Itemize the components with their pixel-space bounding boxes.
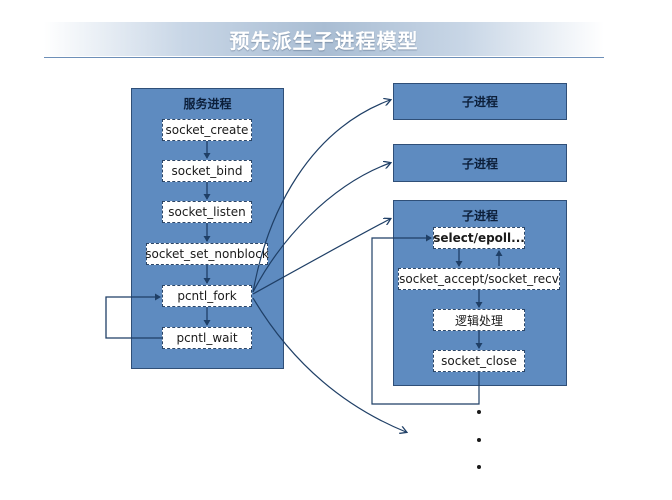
- arrow-wait-loop: [105, 293, 162, 339]
- node-select-epoll: select/epoll...: [433, 227, 525, 249]
- arrow-fork-child-2: [252, 163, 390, 293]
- node-socket-set-nonblock: socket_set_nonblock: [145, 243, 269, 265]
- ellipsis-dot-3: [477, 465, 481, 469]
- arrow-fork-child-1: [252, 100, 390, 293]
- child-process-panel-1: 子进程: [393, 83, 567, 120]
- arrow-fork-more: [252, 297, 406, 432]
- node-pcntl-wait: pcntl_wait: [162, 327, 252, 349]
- node-logic-processing: 逻辑处理: [433, 309, 525, 331]
- ellipsis-dot-2: [477, 438, 481, 442]
- child-process-label-3: 子进程: [461, 209, 498, 223]
- node-socket-bind: socket_bind: [162, 160, 252, 182]
- arrow-fork-child-3: [252, 219, 390, 295]
- node-socket-listen: socket_listen: [162, 201, 252, 223]
- node-pcntl-fork: pcntl_fork: [162, 285, 252, 307]
- child-process-panel-2: 子进程: [393, 144, 567, 182]
- title-bar: 预先派生子进程模型: [44, 22, 604, 56]
- node-socket-close: socket_close: [433, 350, 525, 372]
- node-socket-create: socket_create: [162, 119, 252, 141]
- ellipsis-dot-1: [477, 410, 481, 414]
- child-process-label-2: 子进程: [461, 156, 498, 171]
- child-process-label-1: 子进程: [461, 95, 498, 109]
- arrow-close-loop: [371, 234, 480, 405]
- node-socket-accept-recv: socket_accept/socket_recv: [398, 268, 560, 290]
- service-process-label: 服务进程: [183, 97, 232, 111]
- title-underline: [44, 57, 604, 58]
- page-title: 预先派生子进程模型: [229, 28, 419, 53]
